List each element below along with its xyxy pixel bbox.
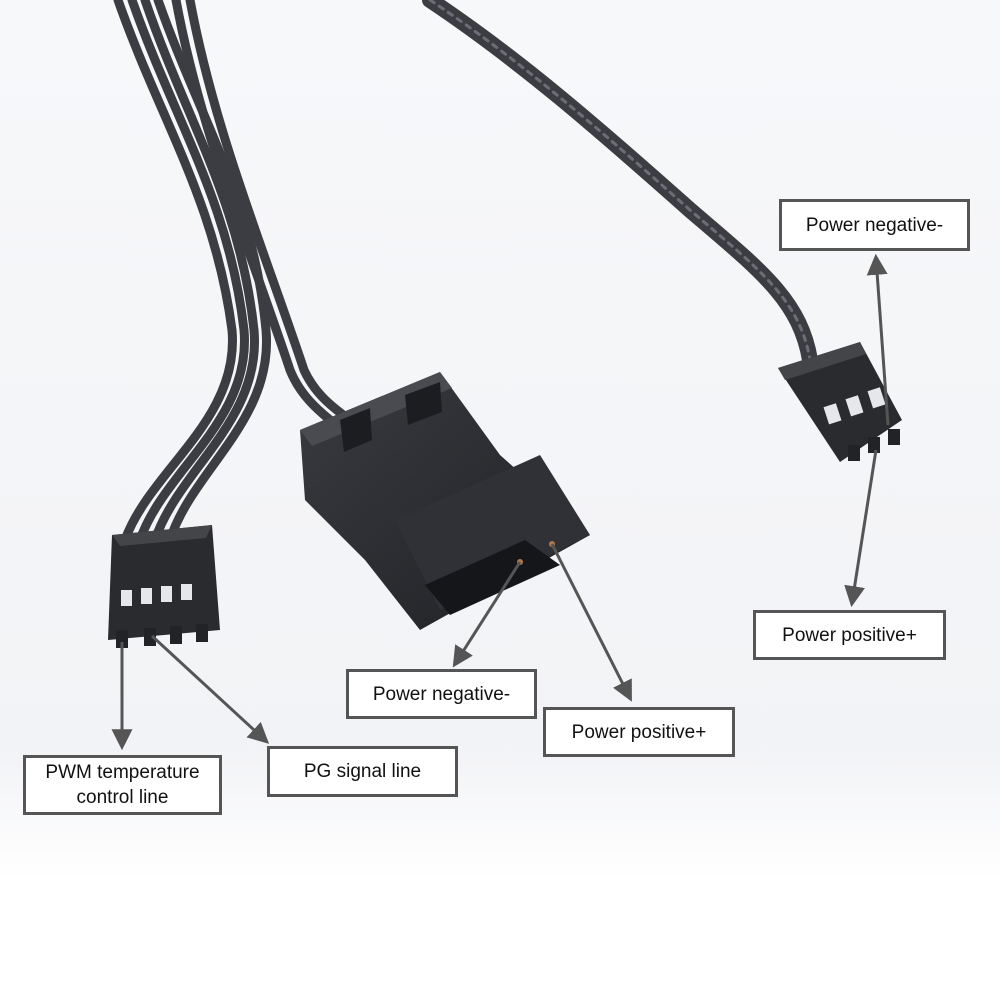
fan-cable <box>422 0 818 368</box>
arrow-fan-positive <box>844 449 878 608</box>
4-pin-pwm-connector <box>108 525 220 648</box>
label-molex-power-positive: Power positive+ <box>543 707 735 757</box>
arrow-pg-signal <box>150 634 270 744</box>
label-fan-power-positive: Power positive+ <box>753 610 946 660</box>
arrow-fan-negative <box>866 253 890 426</box>
label-pwm-temperature-control-line: PWM temperature control line <box>23 755 222 815</box>
arrow-molex-negative <box>452 561 522 668</box>
label-fan-power-negative: Power negative- <box>779 199 970 251</box>
molex-cable-bundle <box>171 0 347 425</box>
3-pin-fan-connector <box>778 342 902 462</box>
label-molex-power-negative: Power negative- <box>346 669 537 719</box>
arrow-molex-positive <box>550 543 632 702</box>
pointer-arrows <box>111 253 890 751</box>
label-pg-signal-line: PG signal line <box>267 746 458 797</box>
